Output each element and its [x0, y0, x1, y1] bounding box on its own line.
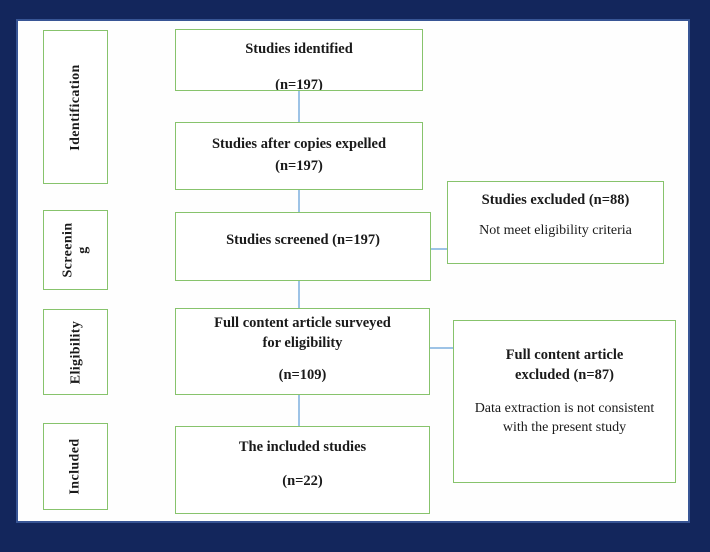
connector-screened-to-surveyed [298, 281, 300, 308]
flow-box-text: Studies identified [245, 41, 353, 57]
stage-box-identification: Identification [43, 30, 108, 184]
exclusion-reason-line: Data extraction is not consistent [474, 401, 655, 416]
stage-label-screening: Screenin g [61, 222, 91, 277]
flow-box-included-studies: The included studies (n=22) [175, 426, 430, 514]
flow-box-text: for eligibility [262, 334, 343, 351]
connector-screened-to-excluded [431, 248, 447, 250]
exclusion-title: Studies excluded (n=88) [481, 192, 630, 208]
connector-surveyed-to-included [298, 395, 300, 426]
flow-box-text: The included studies [238, 439, 367, 455]
exclusion-box-screening: Studies excluded (n=88) Not meet eligibi… [447, 181, 664, 264]
stage-label-line: Screenin [60, 222, 76, 278]
flow-box-copies-expelled: Studies after copies expelled (n=197) [175, 122, 423, 190]
exclusion-reason-line: with the present study [502, 420, 627, 435]
stage-label-included: Included [68, 438, 83, 494]
flow-box-text: Studies screened (n=197) [226, 232, 380, 248]
stage-label-line: Eligibility [68, 320, 83, 384]
connector-identified-to-copies [298, 91, 300, 122]
stage-box-screening: Screenin g [43, 210, 108, 290]
stage-box-included: Included [43, 423, 108, 510]
flow-box-count: (n=197) [275, 157, 323, 174]
flow-box-count: (n=197) [275, 77, 323, 91]
exclusion-title: Full content article excluded (n=87) [454, 345, 675, 385]
stage-label-line: Identification [68, 63, 83, 151]
exclusion-box-fulltext: Full content article excluded (n=87) Dat… [453, 320, 676, 483]
flow-box-count: (n=109) [278, 367, 327, 383]
flow-box-studies-identified: Studies identified (n=197) [175, 29, 423, 91]
connector-copies-to-screened [298, 190, 300, 212]
stage-label-identification: Identification [68, 64, 83, 151]
stage-label-line: Included [68, 438, 83, 495]
flow-box-studies-screened: Studies screened (n=197) [175, 212, 431, 281]
stage-box-eligibility: Eligibility [43, 309, 108, 395]
flow-box-text: Full content article surveyed [214, 315, 391, 331]
stage-label-line: g [75, 246, 91, 254]
exclusion-reason: Data extraction is not consistent with t… [454, 399, 675, 437]
exclusion-title-line: excluded (n=87) [515, 367, 614, 383]
exclusion-title-line: Full content article [505, 347, 624, 363]
stage-label-eligibility: Eligibility [68, 320, 83, 384]
flow-box-fulltext-surveyed: Full content article surveyed for eligib… [175, 308, 430, 395]
exclusion-reason: Not meet eligibility criteria [479, 223, 632, 238]
flow-box-count: (n=22) [282, 473, 323, 489]
flow-box-text: Studies after copies expelled [211, 136, 387, 152]
connector-surveyed-to-excluded [430, 347, 453, 349]
